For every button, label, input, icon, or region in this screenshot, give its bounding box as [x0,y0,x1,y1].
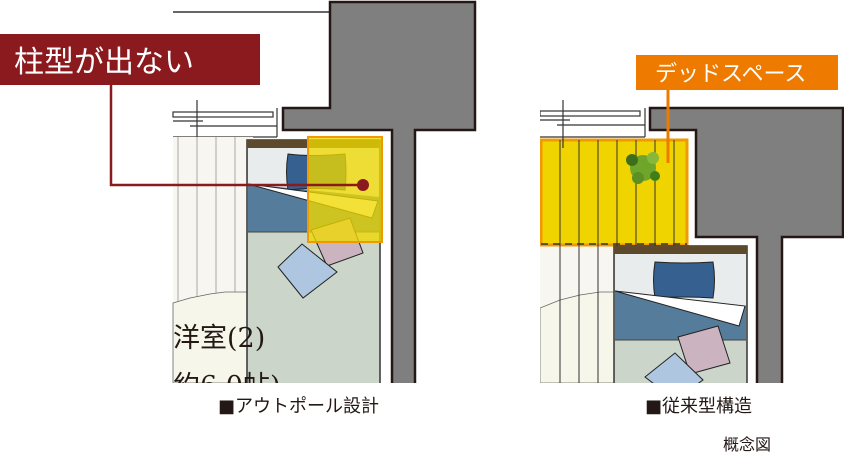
room-size: 約6.0帖) [173,371,280,402]
red-callout: 柱型が出ない [0,34,369,191]
orange-callout: デッドスペース [636,55,838,163]
room-name: 洋室(2) [173,323,265,354]
caption-outpole: ■アウトポール設計 [218,396,379,417]
plant-icon [626,152,660,184]
rug [540,291,616,383]
duvet-fold [614,290,746,327]
window [540,108,646,138]
cushion [677,325,731,375]
bed [613,245,748,383]
curtain [172,137,254,383]
callout-text: デッドスペース [655,62,806,87]
callout-box [636,55,838,90]
highlight-area [307,136,383,243]
cushion [277,243,338,299]
caption-conventional: ■従来型構造 [645,396,752,417]
callout-box [0,34,260,85]
concept-note: 概念図 [723,435,771,454]
leader-line [109,85,363,187]
callout-text: 柱型が出ない [14,45,194,80]
outpole-diagram: 洋室(2) 約6.0帖) [172,0,477,402]
rug [172,291,254,383]
leader-dot [357,179,369,191]
dead-space-area [540,138,689,247]
column [648,106,844,383]
column [281,0,477,383]
conventional-diagram [540,100,844,383]
pillow [653,261,715,299]
cushion [644,352,704,383]
